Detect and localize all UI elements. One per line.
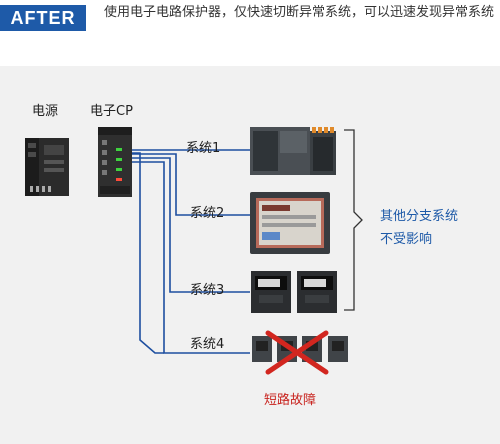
after-badge: AFTER <box>0 5 86 31</box>
system4-label: 系统4 <box>190 337 225 352</box>
power-supply-icon <box>25 138 69 196</box>
system2-hmi-icon <box>250 192 330 254</box>
system3-label: 系统3 <box>190 283 225 298</box>
power-label: 电源 <box>32 104 59 119</box>
header: AFTER 使用电子电路保护器，仅快速切断异常系统，可以迅速发现异常系统 <box>0 0 500 66</box>
fault-label: 短路故障 <box>264 393 317 408</box>
system2-label: 系统2 <box>190 206 225 221</box>
fault-cross-icon <box>265 330 329 375</box>
cp-label: 电子CP <box>90 104 133 119</box>
header-description: 使用电子电路保护器，仅快速切断异常系统，可以迅速发现异常系统 <box>104 5 495 20</box>
branch-wires <box>132 149 250 354</box>
system3-controller-icon <box>251 271 337 313</box>
electronic-cp-icon <box>98 127 132 197</box>
bracket-note-line1: 其他分支系统 <box>380 209 459 224</box>
system1-label: 系统1 <box>186 141 221 156</box>
bracket-note-line2: 不受影响 <box>380 232 433 247</box>
system1-plc-icon <box>250 127 336 175</box>
bracket <box>344 129 363 311</box>
